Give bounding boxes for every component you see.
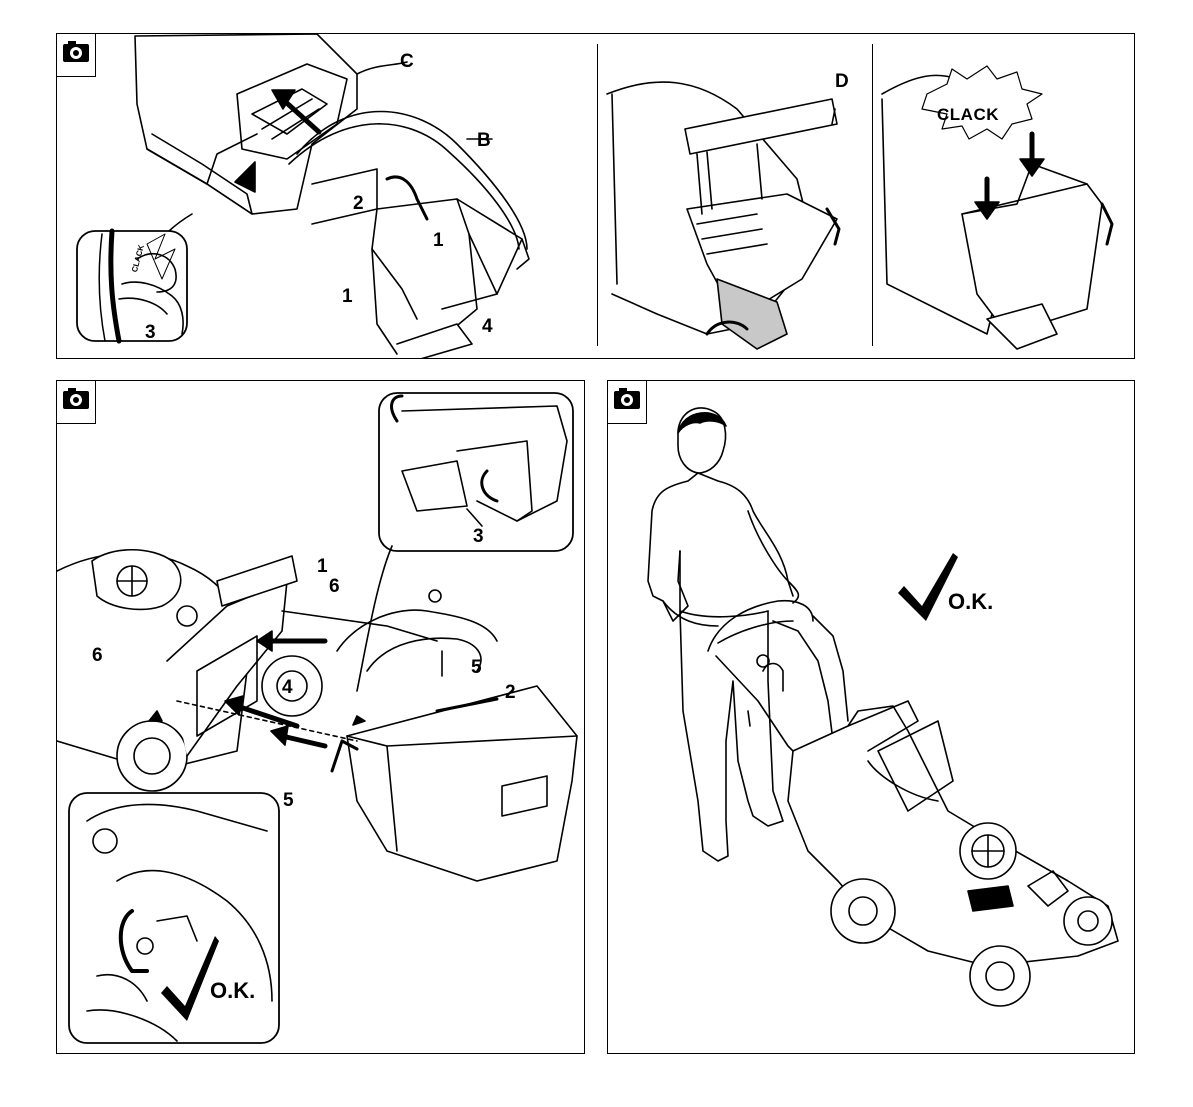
label-B: B bbox=[477, 131, 491, 150]
label-4: 4 bbox=[482, 317, 493, 336]
label-1-a: 1 bbox=[433, 231, 444, 250]
label-D: D bbox=[835, 72, 849, 91]
label-5-b: 5 bbox=[283, 791, 294, 810]
clack-text-large: CLACK bbox=[937, 105, 999, 125]
label-1: 1 bbox=[317, 557, 328, 576]
label-6-b: 6 bbox=[92, 646, 103, 665]
camera-icon bbox=[57, 381, 96, 424]
ok-text: O.K. bbox=[948, 589, 993, 615]
label-2: 2 bbox=[505, 683, 516, 702]
label-C: C bbox=[400, 52, 414, 71]
panel-bottom-right-operator: O.K. bbox=[607, 380, 1135, 1054]
label-3: 3 bbox=[145, 323, 156, 342]
label-3: 3 bbox=[473, 527, 484, 546]
label-2: 2 bbox=[353, 194, 364, 213]
ok-text: O.K. bbox=[210, 978, 255, 1004]
operator-illustration bbox=[608, 381, 1135, 1054]
label-5-a: 5 bbox=[471, 658, 482, 677]
label-4: 4 bbox=[282, 678, 293, 697]
panel-top-assembly: C B 2 1 1 3 4 D CLACK CLACK bbox=[56, 33, 1135, 359]
camera-icon bbox=[57, 34, 96, 77]
label-6-a: 6 bbox=[329, 577, 340, 596]
camera-icon bbox=[608, 381, 647, 424]
attach-illustration bbox=[57, 381, 585, 1054]
assembly-illustration-top bbox=[57, 34, 1135, 359]
label-1-b: 1 bbox=[342, 287, 353, 306]
panel-bottom-left-attach: 1 6 6 3 5 2 4 5 O.K. bbox=[56, 380, 585, 1054]
